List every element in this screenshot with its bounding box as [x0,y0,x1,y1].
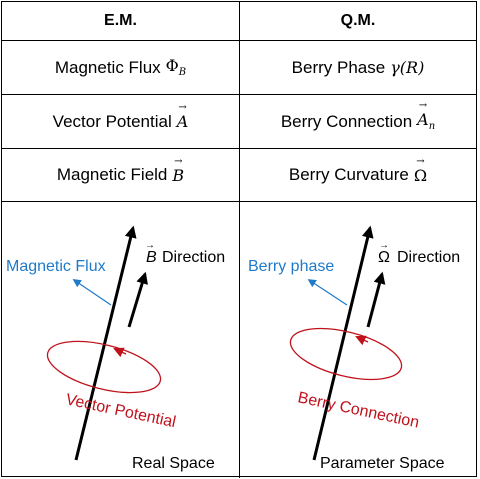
em-flux-symbol: ΦB [165,56,187,79]
real-space-diagram: Magnetic Flux B → Direction Vector Poten… [6,225,225,472]
qm-curvature-symbol: Ω [414,166,427,185]
left-flux-label: Magnetic Flux [6,258,106,275]
cell-em-field: Magnetic Field B [2,149,240,201]
right-space-label: Parameter Space [320,455,445,472]
cell-em-potential: Vector Potential A [2,95,240,148]
left-loop-label: Vector Potential [64,391,177,431]
cell-qm-curvature: Berry Curvature Ω [240,149,476,201]
row-potential: Vector Potential A Berry Connection An [2,95,476,149]
right-loop-label: Berry Connection [296,389,420,431]
right-loop-arrow [355,335,369,346]
header-row: E.M. Q.M. [2,2,476,41]
left-space-label: Real Space [132,455,215,472]
qm-curvature-text: Berry Curvature [288,165,409,184]
left-flux-arrow [72,279,112,306]
left-loop [46,340,162,394]
qm-phase-symbol: γ(R) [390,58,425,77]
row-field: Magnetic Field B Berry Curvature Ω [2,149,476,202]
left-field-symbol: B [146,249,157,266]
em-potential-symbol: A [177,112,189,131]
qm-connection-text: Berry Connection [280,111,413,131]
cell-qm-connection: Berry Connection An [240,95,476,148]
right-field-symbol: Ω [378,249,390,266]
right-main-field-line [312,225,374,461]
qm-phase-text: Berry Phase [291,57,386,77]
left-direction-label: Direction [162,249,225,266]
cell-qm-phase: Berry Phase γ(R) [240,41,476,94]
qm-connection-symbol: An [417,110,435,132]
em-field-symbol: B [172,166,184,185]
right-field-arrow [366,271,386,328]
left-field-arrow [127,271,148,328]
em-flux-text: Magnetic Flux [54,57,161,77]
cell-em-flux: Magnetic Flux ΦB [2,41,240,94]
right-direction-label: Direction [397,249,460,266]
em-potential-text: Vector Potential [52,111,172,131]
diagram-divider [239,202,240,478]
em-field-text: Magnetic Field [56,165,168,184]
left-loop-arrow [113,347,127,358]
right-loop [289,327,403,381]
right-flux-label: Berry phase [248,258,334,275]
right-field-vec-icon: → [379,240,389,251]
diagram-svg: Magnetic Flux B → Direction Vector Poten… [6,225,460,472]
right-flux-arrow [307,279,348,306]
header-qm: Q.M. [340,12,376,29]
parameter-space-diagram: Berry phase Ω → Direction Berry Connecti… [248,225,460,472]
row-flux: Magnetic Flux ΦB Berry Phase γ(R) [2,41,476,95]
header-em: E.M. [2,2,240,40]
diagram-row: Magnetic Flux B → Direction Vector Poten… [2,202,476,478]
left-field-vec-icon: → [145,240,155,251]
